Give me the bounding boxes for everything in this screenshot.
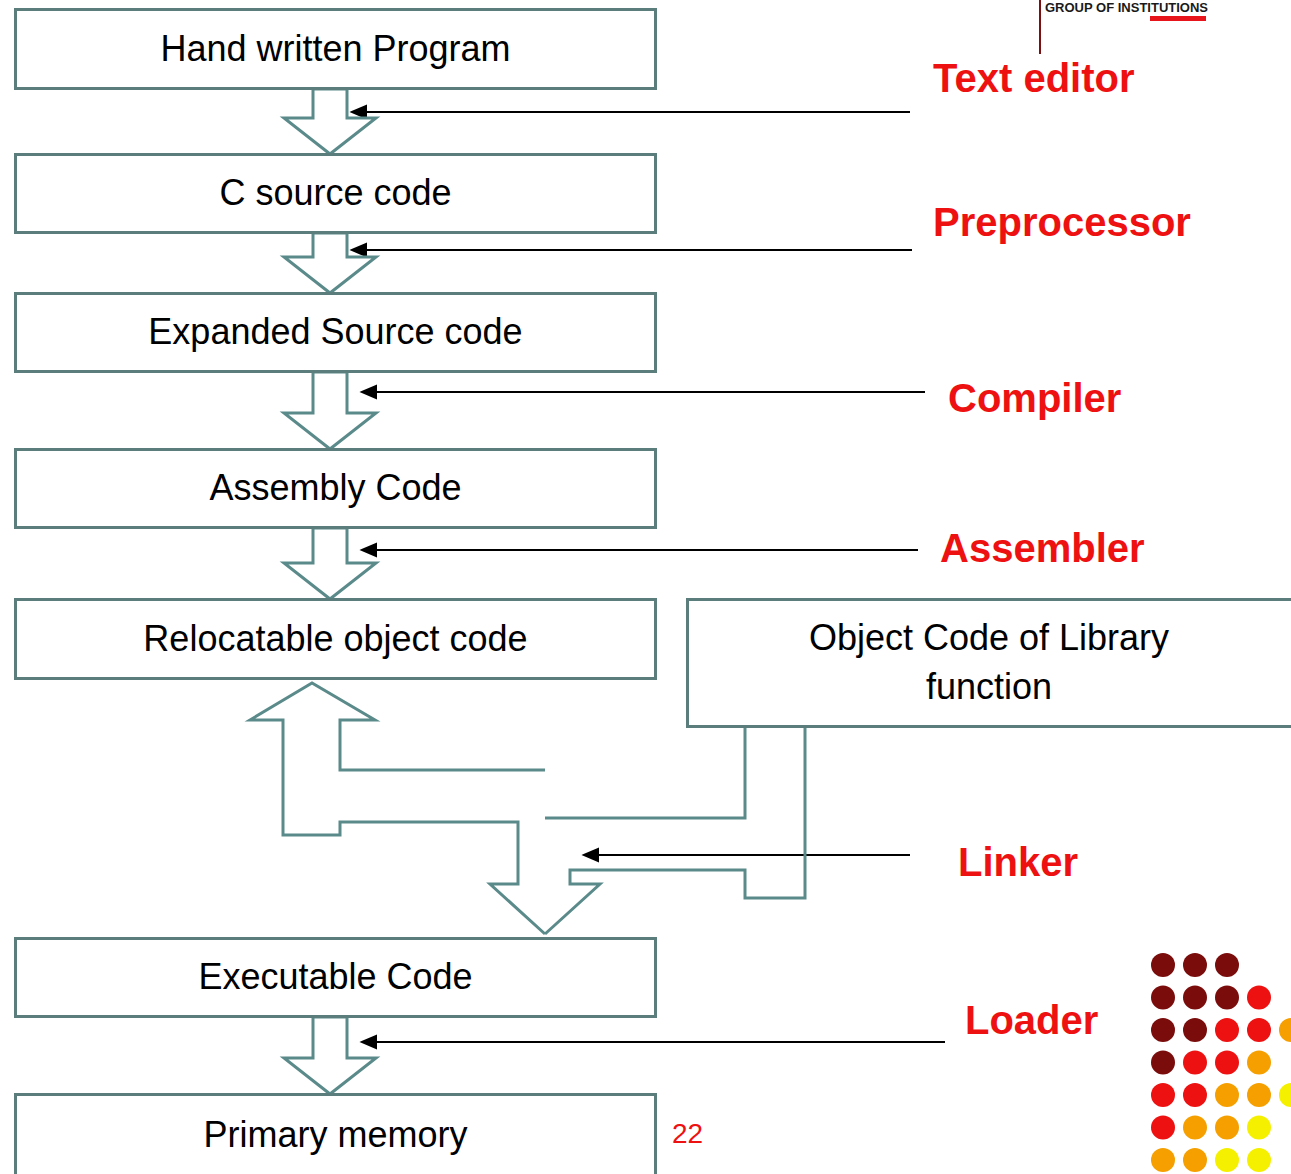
tool-label: Text editor [933, 56, 1135, 101]
box-text: Executable Code [198, 953, 472, 1002]
ornament-dot [1151, 1116, 1175, 1140]
memory-box: Primary memory [14, 1093, 657, 1174]
ornament-dot [1215, 953, 1239, 977]
ornament-dot [1279, 1018, 1291, 1042]
block-arrow [284, 1017, 376, 1094]
tool-label: Assembler [940, 526, 1145, 571]
ornament-dot [1183, 953, 1207, 977]
leader-lines [352, 106, 945, 1048]
ornament-dot [1215, 986, 1239, 1010]
tool-label: Linker [958, 840, 1078, 885]
ornament-dot [1247, 1148, 1271, 1172]
block-arrow [284, 89, 376, 154]
ornament-dot [1215, 1018, 1239, 1042]
ornament-dot [1183, 1116, 1207, 1140]
ornament-dot [1215, 1148, 1239, 1172]
ornament-dot [1279, 1083, 1291, 1107]
ornament-dot [1247, 1018, 1271, 1042]
box-text: Expanded Source code [148, 308, 522, 357]
source-box: C source code [14, 153, 657, 234]
box-text: Primary memory [203, 1111, 467, 1160]
box-text: Hand written Program [160, 25, 510, 74]
box-text: C source code [219, 169, 451, 218]
ornament-dot [1247, 1116, 1271, 1140]
page-number: 22 [672, 1118, 703, 1150]
block-arrow [284, 528, 376, 599]
ornament-dot [1183, 1148, 1207, 1172]
box-text: Object Code of Library function [759, 614, 1219, 711]
ornament-dot [1183, 1051, 1207, 1075]
tool-label: Loader [965, 998, 1098, 1043]
block-arrow [284, 233, 376, 293]
ornament-dot [1151, 1148, 1175, 1172]
box-text: Relocatable object code [143, 615, 527, 664]
ornament-dot [1183, 986, 1207, 1010]
ornament-dot [1215, 1116, 1239, 1140]
assembly-box: Assembly Code [14, 448, 657, 529]
ornament-dot [1151, 953, 1175, 977]
ornament-dot [1151, 1051, 1175, 1075]
ornament-dot [1215, 1051, 1239, 1075]
logo-text: GROUP OF INSTITUTIONS [1045, 0, 1208, 15]
object-box: Relocatable object code [14, 598, 657, 680]
box-text: Assembly Code [209, 464, 461, 513]
ornament-dot [1247, 1083, 1271, 1107]
ornament-dot [1151, 1018, 1175, 1042]
ornament-dot [1215, 1083, 1239, 1107]
ornament-dot [1247, 986, 1271, 1010]
ornament-dot [1151, 986, 1175, 1010]
dot-ornament [1151, 953, 1291, 1172]
ornament-dot [1247, 1051, 1271, 1075]
tool-label: Preprocessor [933, 200, 1191, 245]
block-arrow [250, 683, 545, 934]
tool-label: Compiler [948, 376, 1121, 421]
expanded-box: Expanded Source code [14, 292, 657, 373]
ornament-dot [1183, 1018, 1207, 1042]
ornament-dot [1183, 1083, 1207, 1107]
program-box: Hand written Program [14, 8, 657, 90]
executable-box: Executable Code [14, 937, 657, 1018]
ornament-dot [1151, 1083, 1175, 1107]
library-box: Object Code of Library function [686, 598, 1291, 728]
block-arrow [284, 372, 376, 449]
